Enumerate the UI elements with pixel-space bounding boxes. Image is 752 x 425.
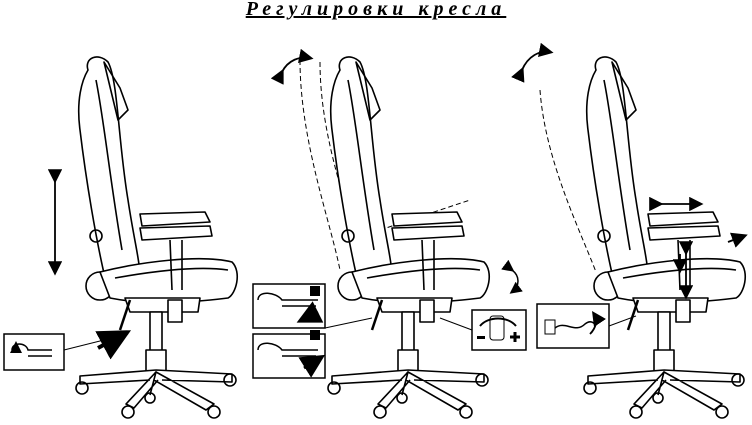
lever-unlock-inset: [252, 283, 326, 329]
chair-drawing: [326, 55, 491, 420]
plus-icon: [510, 332, 520, 342]
rocking-lock-inset: [536, 303, 637, 349]
minus-icon: [477, 336, 485, 339]
rotate-arrow-icon: [511, 42, 554, 83]
panel-seat-height: [3, 55, 239, 420]
tension-knob-icon: [489, 315, 505, 341]
panel-backrest-tilt: [252, 48, 527, 420]
lock-icon: [310, 330, 320, 340]
seat-forward-arrow-icon: [727, 232, 748, 248]
rocking-arrow-icon: [501, 259, 523, 294]
tension-knob-inset: [439, 309, 527, 351]
lever-lift-inset: [3, 330, 132, 371]
chair-drawing: [582, 55, 747, 420]
panel-armrest-and-rocking: [511, 42, 748, 420]
page-title: Регулировки кресла: [245, 0, 507, 20]
rotate-arrow-icon: [270, 48, 314, 85]
lever-lock-inset: [252, 330, 326, 379]
rocking-lock-icon: [544, 319, 556, 335]
chair-drawing: [74, 55, 239, 420]
unlock-icon: [310, 286, 320, 296]
